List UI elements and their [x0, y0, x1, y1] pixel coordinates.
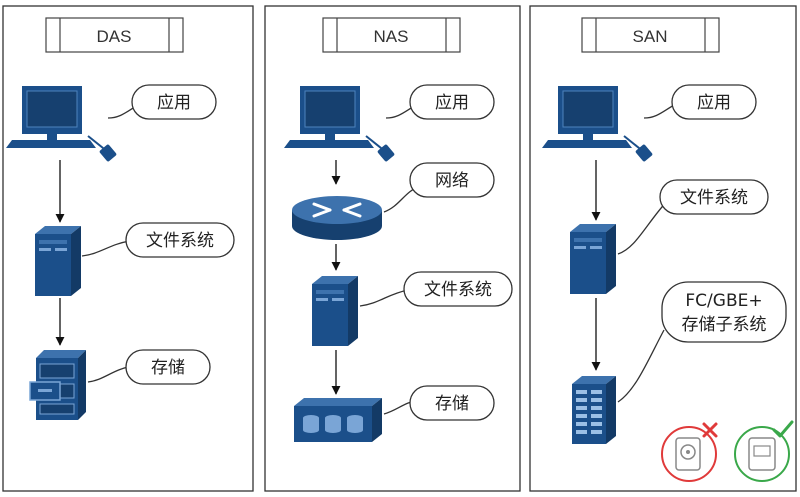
hdd-icon: [675, 437, 701, 471]
das-fs-bubble: 文件系统: [81, 222, 235, 258]
das-header-text: DAS: [97, 27, 132, 46]
nas-network-bubble: 网络: [383, 162, 495, 213]
server-icon: [312, 276, 358, 346]
nas-app-bubble: 应用: [385, 84, 495, 120]
das-app-bubble: 应用: [107, 84, 217, 120]
san-subsystem-bubble: FC/GBE+ 存储子系统: [617, 281, 787, 403]
nas-storage-bubble: 存储: [383, 385, 495, 421]
das-app-label: 应用: [157, 93, 191, 113]
nas-header-text: NAS: [374, 27, 409, 46]
server-icon: [35, 226, 81, 296]
hdd-badge: [661, 422, 718, 482]
server-icon: [570, 224, 616, 294]
san-panel: SAN 应用 文件系统 FC/GBE+ 存储子系统: [529, 5, 797, 492]
ssd-icon: [748, 437, 776, 471]
san-subsystem-label-line1: FC/GBE+: [685, 291, 762, 311]
san-subsystem-label-line2: 存储子系统: [682, 315, 767, 335]
san-app-label: 应用: [697, 93, 731, 113]
check-icon: [772, 420, 794, 438]
san-header-text: SAN: [633, 27, 668, 46]
das-header: DAS: [45, 17, 184, 53]
das-panel: DAS 应用 文件系统 存储: [2, 5, 254, 492]
nas-fs-label: 文件系统: [424, 280, 492, 300]
san-app-bubble: 应用: [643, 84, 757, 120]
nas-panel: NAS 应用 网络 文件系统 存储: [264, 5, 521, 492]
file-cabinet-icon: [29, 349, 87, 421]
nas-header: NAS: [322, 17, 461, 53]
nas-fs-bubble: 文件系统: [359, 271, 513, 307]
storage-array-icon: [294, 398, 382, 442]
nas-app-label: 应用: [435, 93, 469, 113]
nas-network-label: 网络: [435, 171, 469, 191]
das-storage-bubble: 存储: [87, 349, 211, 385]
san-fs-bubble: 文件系统: [617, 179, 769, 255]
san-header: SAN: [581, 17, 720, 53]
ssd-badge: [734, 420, 794, 482]
san-storage-rack-icon: [572, 376, 616, 444]
das-fs-label: 文件系统: [146, 231, 214, 251]
cross-icon: [702, 422, 718, 438]
nas-storage-label: 存储: [435, 394, 469, 414]
router-icon: [290, 194, 384, 242]
san-fs-label: 文件系统: [680, 188, 748, 208]
das-storage-label: 存储: [151, 358, 185, 378]
